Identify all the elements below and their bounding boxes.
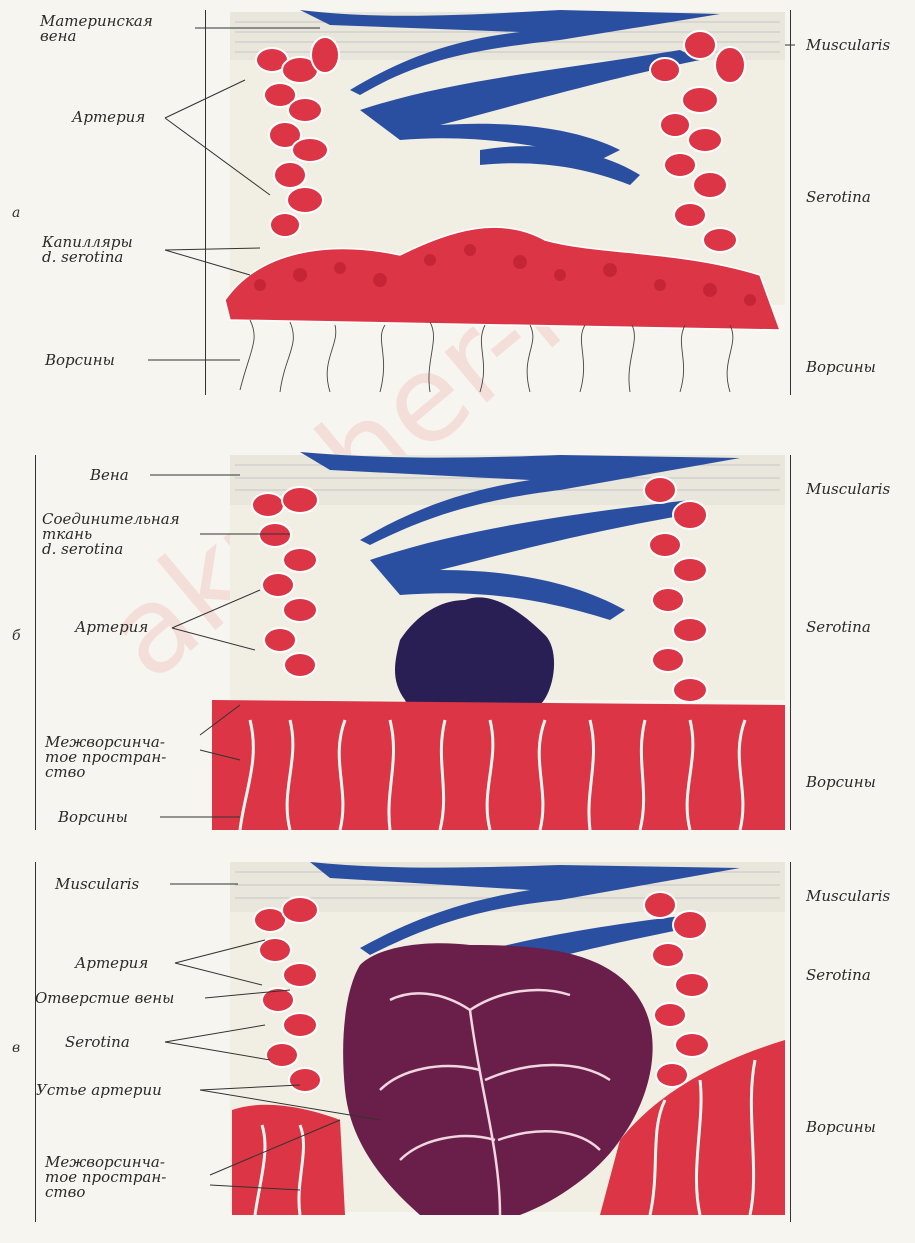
bracket-right-b <box>790 455 791 830</box>
bracket-left-c <box>35 862 36 1222</box>
label-intervillous-c: Межворсинча- тое простран- ство <box>45 1155 166 1200</box>
bracket-right-a <box>790 10 791 395</box>
panel-letter-b: б <box>12 628 21 644</box>
label-muscularis-c-left: Muscularis <box>55 877 139 892</box>
label-capillaries: Капилляры d. serotina <box>42 235 133 265</box>
label-villi-c-right: Ворсины <box>806 1120 876 1135</box>
label-intervillous-b: Межворсинча- тое простран- ство <box>45 735 166 780</box>
bracket-left-b <box>35 455 36 830</box>
label-villi-b-right: Ворсины <box>806 775 876 790</box>
label-villi-a-right: Ворсины <box>806 360 876 375</box>
bracket-right-c <box>790 862 791 1222</box>
label-muscularis-c-right: Muscularis <box>806 889 890 904</box>
label-maternal-vein: Материнская вена <box>40 14 153 44</box>
label-villi-b-left: Ворсины <box>58 810 128 825</box>
label-villi-a-left: Ворсины <box>45 353 115 368</box>
label-serotina-a: Serotina <box>806 190 871 205</box>
label-vein-b: Вена <box>90 468 129 483</box>
bracket-left-a <box>205 10 206 395</box>
label-artery-a: Артерия <box>72 110 145 125</box>
label-serotina-c-right: Serotina <box>806 968 871 983</box>
label-artery-c: Артерия <box>75 956 148 971</box>
panel-letter-c: в <box>12 1040 20 1056</box>
label-muscularis-b: Muscularis <box>806 482 890 497</box>
label-artery-b: Артерия <box>75 620 148 635</box>
label-muscularis-a: Muscularis <box>806 38 890 53</box>
panel-letter-a: а <box>12 205 20 221</box>
label-serotina-c-left: Serotina <box>65 1035 130 1050</box>
label-vein-opening: Отверстие вены <box>35 991 174 1006</box>
label-connective-tissue: Соединительная ткань d. serotina <box>42 512 180 557</box>
label-artery-mouth: Устье артерии <box>36 1083 162 1098</box>
label-serotina-b: Serotina <box>806 620 871 635</box>
